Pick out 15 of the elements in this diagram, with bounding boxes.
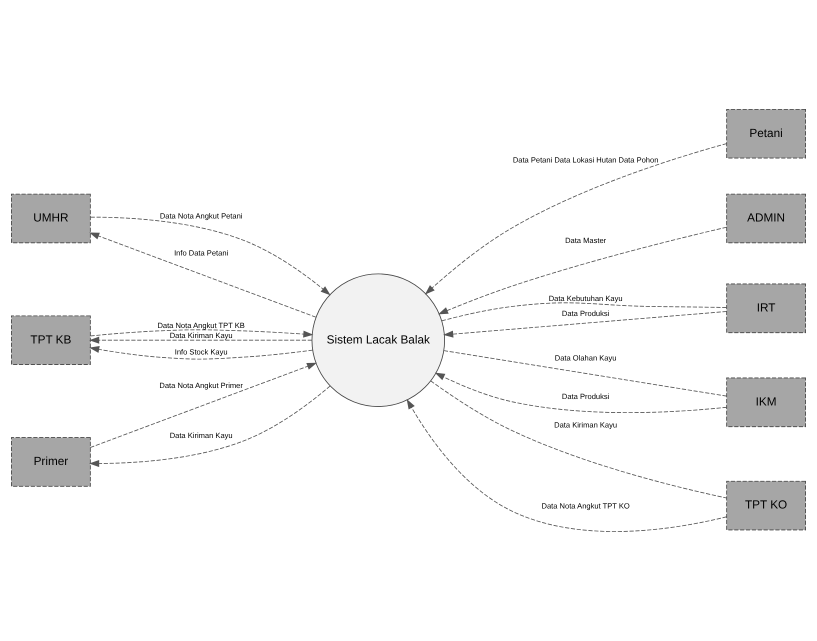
edge-label: Data Olahan Kayu [554, 354, 616, 363]
edge-label: Data Nota Angkut Primer [159, 381, 243, 390]
edge-label: Info Data Petani [174, 248, 228, 258]
edge-label: Data Kebutuhan Kayu [548, 294, 623, 303]
edge-label: Data Kiriman Kayu [170, 430, 233, 440]
edge-label: Data Nota Angkut TPT KB [157, 320, 245, 330]
edge-label: Data Kiriman Kayu [170, 330, 233, 340]
edge-label: Data Produksi [562, 309, 610, 318]
edge-label: Data Nota Angkut TPT KO [542, 501, 630, 510]
edge-label: Data Produksi [562, 392, 610, 402]
edge-label: Info Stock Kayu [174, 348, 228, 357]
edge-label: Data Nota Angkut Petani [160, 212, 242, 221]
edge-label: Data Kiriman Kayu [554, 420, 618, 430]
edge-label: Data Petani Data Lokasi Hutan Data Pohon [512, 155, 658, 164]
edge-label: Data Master [565, 236, 606, 245]
